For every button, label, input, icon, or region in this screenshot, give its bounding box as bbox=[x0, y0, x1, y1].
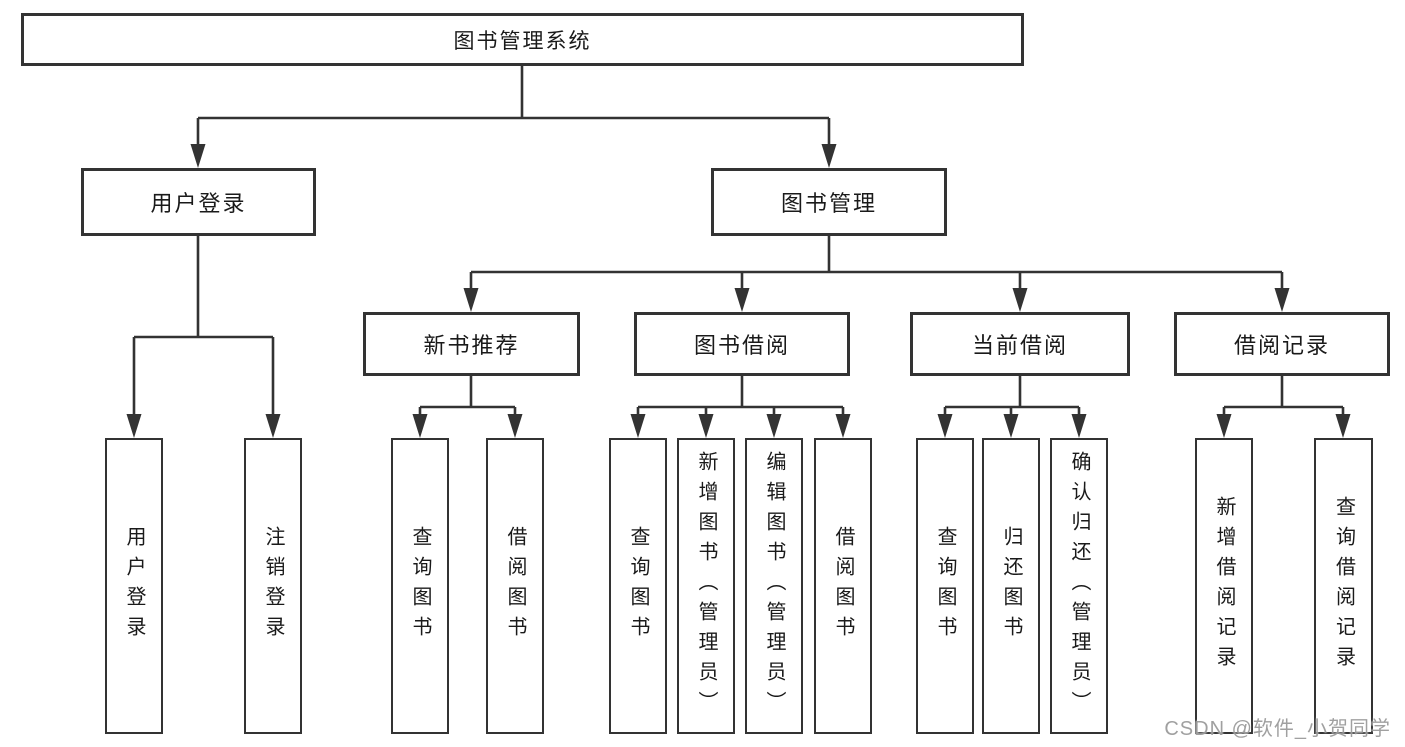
arrowhead-icon bbox=[463, 288, 479, 312]
arrowhead-icon bbox=[1335, 414, 1351, 438]
node-new-book-recommendation: 新书推荐 bbox=[363, 312, 580, 376]
arrowhead-icon bbox=[1274, 288, 1290, 312]
leaf-borrow-books-borrow: 借阅图书 bbox=[814, 438, 872, 734]
arrowhead-icon bbox=[1012, 288, 1028, 312]
node-book-management: 图书管理 bbox=[711, 168, 947, 236]
leaf-edit-books-admin: 编辑图书（管理员） bbox=[745, 438, 803, 734]
arrowhead-icon bbox=[821, 144, 837, 168]
leaf-logout: 注销登录 bbox=[244, 438, 302, 734]
arrowhead-icon bbox=[734, 288, 750, 312]
node-borrowing-records: 借阅记录 bbox=[1174, 312, 1390, 376]
node-user-login: 用户登录 bbox=[81, 168, 316, 236]
arrowhead-icon bbox=[126, 414, 142, 438]
leaf-add-borrow-record: 新增借阅记录 bbox=[1195, 438, 1253, 734]
arrowhead-icon bbox=[766, 414, 782, 438]
arrowhead-icon bbox=[698, 414, 714, 438]
node-root: 图书管理系统 bbox=[21, 13, 1024, 66]
leaf-borrow-books-recommend: 借阅图书 bbox=[486, 438, 544, 734]
arrowhead-icon bbox=[412, 414, 428, 438]
arrowhead-icon bbox=[1216, 414, 1232, 438]
node-current-borrowing: 当前借阅 bbox=[910, 312, 1130, 376]
leaf-query-borrow-record: 查询借阅记录 bbox=[1314, 438, 1373, 734]
arrowhead-icon bbox=[937, 414, 953, 438]
leaf-confirm-return-admin: 确认归还（管理员） bbox=[1050, 438, 1108, 734]
arrowhead-icon bbox=[1003, 414, 1019, 438]
leaf-add-books-admin: 新增图书（管理员） bbox=[677, 438, 735, 734]
connector-path bbox=[132, 66, 1345, 418]
leaf-query-books-borrow: 查询图书 bbox=[609, 438, 667, 734]
leaf-query-books-current: 查询图书 bbox=[916, 438, 974, 734]
leaf-query-books-recommend: 查询图书 bbox=[391, 438, 449, 734]
arrowhead-icon bbox=[507, 414, 523, 438]
node-book-borrowing: 图书借阅 bbox=[634, 312, 850, 376]
arrowheads bbox=[126, 144, 1351, 438]
arrowhead-icon bbox=[1071, 414, 1087, 438]
arrowhead-icon bbox=[190, 144, 206, 168]
leaf-return-books: 归还图书 bbox=[982, 438, 1040, 734]
arrowhead-icon bbox=[835, 414, 851, 438]
arrowhead-icon bbox=[265, 414, 281, 438]
arrowhead-icon bbox=[630, 414, 646, 438]
leaf-user-login: 用户登录 bbox=[105, 438, 163, 734]
